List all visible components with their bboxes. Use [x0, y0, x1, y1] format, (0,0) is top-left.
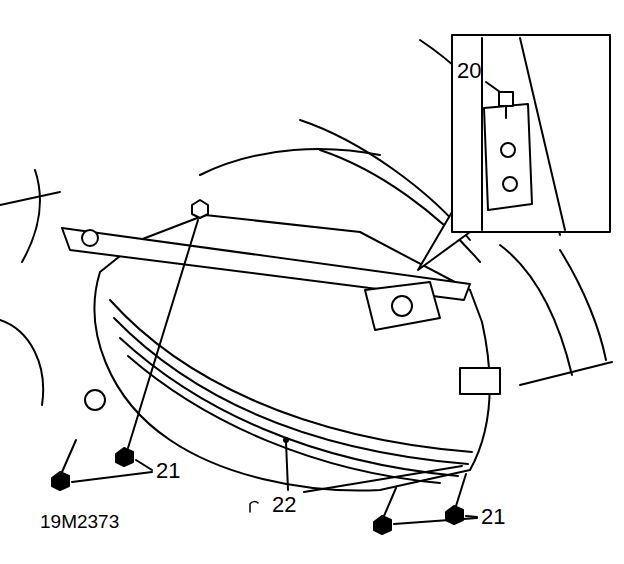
callout-number: 20: [457, 60, 481, 82]
callout-number: 21: [156, 460, 180, 482]
leader-line: [466, 516, 477, 517]
bolt-head: [52, 472, 69, 490]
plate-hole: [501, 143, 515, 157]
bolt-stem: [62, 440, 76, 472]
frame-line: [22, 170, 40, 262]
figure-id: 19M2373: [40, 512, 119, 531]
bolt-head: [446, 506, 463, 524]
mount-hole: [85, 390, 105, 410]
leader-line: [486, 82, 500, 92]
bolt-stem: [456, 474, 466, 506]
leader-line: [72, 472, 152, 482]
leader-dot: [284, 438, 288, 442]
plate-hole: [503, 177, 517, 191]
bracket-hole: [392, 296, 412, 316]
bolt-axis: [128, 220, 198, 448]
callout-number: 21: [481, 506, 505, 528]
tank-rib: [128, 356, 440, 483]
bracket-block: [460, 368, 500, 394]
bolt-head: [374, 516, 391, 534]
inset-frame: [452, 35, 610, 232]
inset-plate: [484, 104, 532, 210]
frame-line: [0, 320, 43, 405]
body-curve: [200, 149, 380, 175]
leader-line: [304, 466, 462, 492]
inset-bolt-stem: [505, 106, 507, 118]
body-curve: [500, 245, 572, 375]
body-curve: [520, 362, 612, 385]
callout-number: 22: [272, 494, 296, 516]
frame-line: [0, 192, 60, 205]
bolt-head: [116, 448, 133, 466]
tank-rib: [120, 338, 458, 476]
nut: [192, 200, 208, 218]
leader-line: [136, 460, 152, 470]
leader-line: [286, 442, 288, 490]
leader-line: [394, 518, 477, 524]
tank-bracket: [365, 282, 440, 330]
stray-mark: [250, 502, 258, 512]
bolt-stem: [384, 488, 396, 516]
strap-eye: [82, 230, 98, 246]
body-curve: [560, 250, 606, 360]
inset-bolt: [499, 92, 513, 106]
tank-rib: [114, 318, 468, 464]
